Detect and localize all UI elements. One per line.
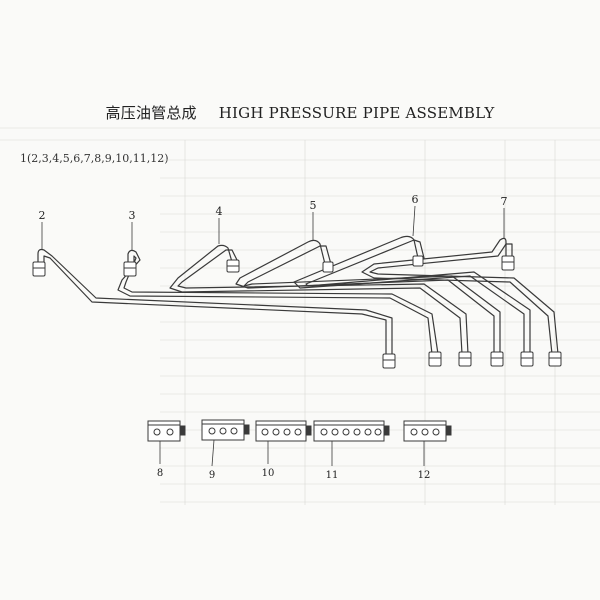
pipes xyxy=(37,235,559,357)
fitting-pipe-3-lower xyxy=(428,351,442,367)
fitting-pipe-4-lower xyxy=(458,351,472,367)
pipe-7 xyxy=(361,237,559,355)
callout-pipe-5: 5 xyxy=(310,199,317,212)
fitting-pipe-2-upper xyxy=(32,261,46,277)
background-table-ghost xyxy=(0,127,600,505)
callout-pipe-2: 2 xyxy=(39,209,46,222)
callout-clamp-9: 9 xyxy=(209,470,215,481)
callout-pipe-6: 6 xyxy=(412,193,419,206)
title-chinese: 高压油管总成 xyxy=(105,104,197,122)
assembly-label: 1(2,3,4,5,6,7,8,9,10,11,12) xyxy=(20,152,169,165)
fitting-pipe-5-upper xyxy=(322,261,334,273)
callout-pipe-7: 7 xyxy=(501,195,508,208)
title-english: HIGH PRESSURE PIPE ASSEMBLY xyxy=(218,104,495,122)
pipe-4 xyxy=(169,244,469,355)
fitting-pipe-5-lower xyxy=(490,351,504,367)
pipe-5 xyxy=(235,239,501,355)
upper-fittings xyxy=(32,255,515,277)
callout-clamp-11: 11 xyxy=(326,470,339,481)
clamp-12 xyxy=(403,420,452,442)
pipe-6 xyxy=(293,235,531,355)
fitting-pipe-2-lower xyxy=(382,353,396,369)
pipe-callouts: 2 3 4 5 6 7 xyxy=(39,193,508,222)
fitting-pipe-6-upper xyxy=(412,255,424,267)
clamp-callouts: 8 9 10 11 12 xyxy=(157,468,431,481)
callout-pipe-4: 4 xyxy=(216,205,223,218)
lower-fittings xyxy=(382,351,562,369)
callout-pipe-3: 3 xyxy=(129,209,136,222)
fitting-pipe-6-lower xyxy=(520,351,534,367)
fitting-pipe-7-upper xyxy=(501,255,515,271)
callout-clamp-8: 8 xyxy=(157,468,163,479)
fitting-pipe-4-upper xyxy=(226,259,240,273)
callout-clamp-10: 10 xyxy=(262,468,275,479)
pipe-3 xyxy=(117,249,439,355)
fitting-pipe-3-upper xyxy=(123,261,137,277)
clamps xyxy=(147,419,452,442)
clamp-8 xyxy=(147,420,186,442)
callout-clamp-12: 12 xyxy=(418,470,431,481)
clamp-10 xyxy=(255,420,312,442)
fitting-pipe-7-lower xyxy=(548,351,562,367)
clamp-9 xyxy=(201,419,250,441)
diagram-title: 高压油管总成 HIGH PRESSURE PIPE ASSEMBLY xyxy=(0,102,600,123)
clamp-11 xyxy=(313,420,390,442)
clamp-leaders xyxy=(159,439,425,467)
pipe-2 xyxy=(37,248,393,357)
pipe-leaders xyxy=(41,205,505,250)
